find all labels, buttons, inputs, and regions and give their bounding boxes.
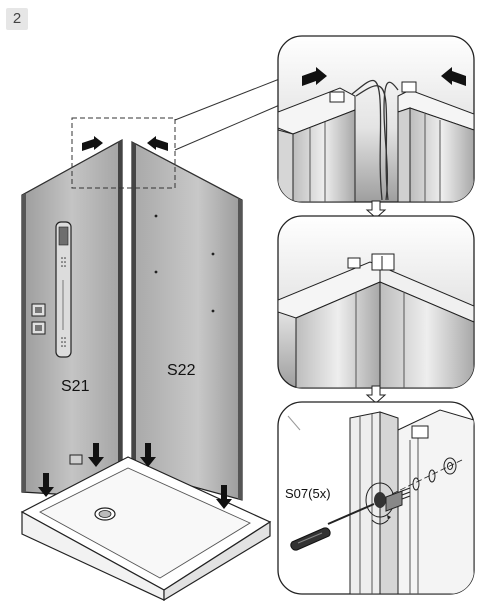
arrow-down-icon bbox=[38, 473, 54, 497]
arrow-right-icon bbox=[302, 67, 327, 86]
arrow-down-icon bbox=[216, 485, 232, 509]
label-screw-part: S07(5x) bbox=[285, 486, 331, 501]
arrow-down-icon bbox=[365, 200, 387, 219]
screwdriver-icon bbox=[290, 503, 375, 551]
step-number-badge: 2 bbox=[6, 8, 28, 30]
arrow-down-icon bbox=[88, 443, 104, 467]
panel-s21: S21 bbox=[21, 138, 123, 499]
shower-column bbox=[55, 221, 72, 358]
label-s21: S21 bbox=[61, 378, 90, 395]
screw-assembly bbox=[365, 457, 463, 525]
shower-tray bbox=[20, 456, 272, 602]
mounting-dots bbox=[154, 214, 215, 313]
arrow-left-icon bbox=[147, 136, 168, 151]
down-arrows bbox=[38, 443, 232, 509]
rotation-icon bbox=[371, 519, 389, 525]
outlet-fitting bbox=[69, 454, 83, 465]
arrow-down-icon bbox=[140, 443, 156, 467]
detail-frame bbox=[71, 117, 176, 189]
screw-icon bbox=[374, 492, 386, 508]
label-s22: S22 bbox=[167, 362, 196, 379]
soap-holders bbox=[31, 303, 46, 335]
callout-line bbox=[174, 77, 283, 121]
arrow-right-icon bbox=[82, 136, 103, 151]
panel-s22: S22 bbox=[131, 141, 243, 501]
arrow-left-icon bbox=[441, 67, 466, 86]
detail-bubble-middle bbox=[277, 215, 475, 389]
detail-bubble-bottom: S07(5x) bbox=[277, 401, 475, 595]
arrow-down-icon bbox=[365, 385, 387, 404]
washer-icon bbox=[412, 477, 420, 491]
detail-bubble-top bbox=[277, 35, 475, 203]
